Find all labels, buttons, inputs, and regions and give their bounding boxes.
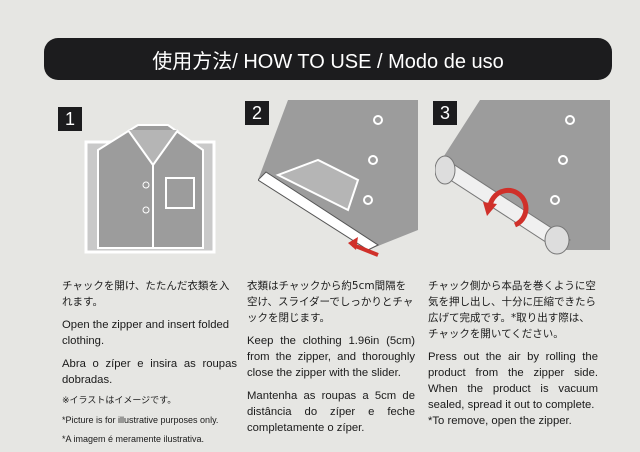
rotate-arrow-icon bbox=[487, 187, 529, 228]
note-japanese: ※イラストはイメージです。 bbox=[62, 396, 177, 406]
page-title: 使用方法/ HOW TO USE / Modo de uso bbox=[44, 38, 612, 80]
step-2-number: 2 bbox=[245, 101, 269, 125]
step-3-japanese: チャック側から本品を巻くように空気を押し出し、十分に圧縮できたら広げて完成です。… bbox=[428, 280, 596, 340]
step-2-text: 衣類はチャックから約5cm間隔を空け、スライダーでしっかりとチャックを閉じます。… bbox=[247, 278, 415, 443]
step-2-english: Keep the clothing 1.96in (5cm) from the … bbox=[247, 335, 415, 379]
rolling-bag-illustration bbox=[435, 100, 610, 255]
arrow-icon bbox=[352, 243, 379, 257]
note-english: *Picture is for illustrative purposes on… bbox=[62, 415, 219, 425]
step-1-japanese: チャックを開け、たたんだ衣類を入れます。 bbox=[62, 280, 230, 308]
step-2-portuguese: Mantenha as roupas a 5cm de distância do… bbox=[247, 390, 415, 434]
step-3-number: 3 bbox=[433, 101, 457, 125]
step-2-japanese: 衣類はチャックから約5cm間隔を空け、スライダーでしっかりとチャックを閉じます。 bbox=[247, 280, 414, 324]
step-3-english-note: *To remove, open the zipper. bbox=[428, 415, 572, 427]
step-1-english: Open the zipper and insert folded clothi… bbox=[62, 319, 230, 347]
step-1-portuguese: Abra o zíper e insira as roupas dobradas… bbox=[62, 358, 237, 386]
zipper-closing-illustration bbox=[258, 100, 418, 257]
step-3-text: チャック側から本品を巻くように空気を押し出し、十分に圧縮できたら広げて完成です。… bbox=[428, 278, 598, 436]
note-portuguese: *A imagem é meramente ilustrativa. bbox=[62, 434, 205, 444]
step-3-english: Press out the air by rolling the product… bbox=[428, 351, 598, 411]
step-1-text: チャックを開け、たたんだ衣類を入れます。 Open the zipper and… bbox=[62, 278, 237, 452]
step-1-number: 1 bbox=[58, 107, 82, 131]
folded-shirt-illustration bbox=[84, 124, 216, 254]
